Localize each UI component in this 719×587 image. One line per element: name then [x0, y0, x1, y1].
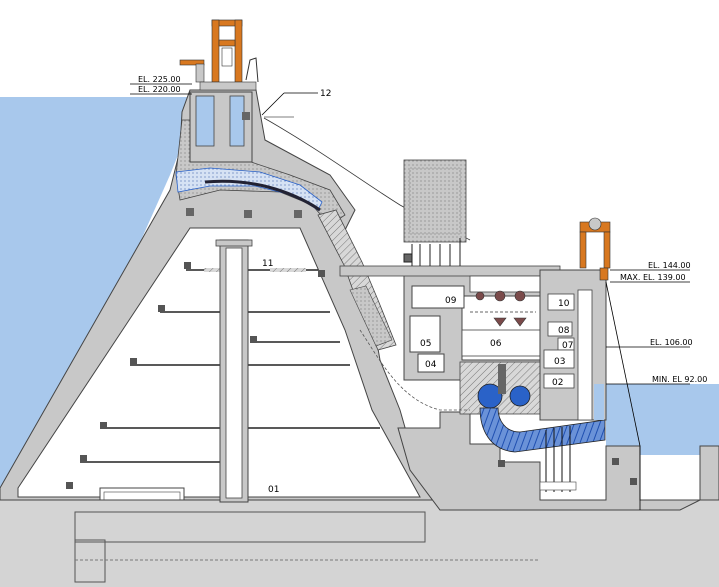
intake-gate-slot: [229, 95, 245, 147]
foundation-drain: [74, 539, 106, 583]
room-10: [547, 293, 575, 311]
label-11: 11: [262, 259, 273, 269]
label-06: 06: [490, 339, 502, 349]
label-03: 03: [554, 357, 565, 367]
upstream-reservoir: [0, 97, 192, 490]
rail-segment-2: [270, 268, 306, 272]
drainage-dashed: [359, 329, 470, 411]
gallery-markers: [66, 262, 325, 489]
elevation-106-label: EL. 106.00: [650, 338, 693, 347]
tailrace-gate-slot: [577, 289, 593, 421]
switchyard-equipment: [403, 238, 461, 266]
label-04: 04: [425, 360, 437, 370]
powerhouse-roof: [339, 265, 561, 277]
elevation-139-label: MAX. EL. 139.00: [620, 273, 686, 282]
central-shaft-inner: [225, 247, 243, 499]
turbine-shaft: [498, 364, 506, 394]
draft-tube-stays: [545, 426, 571, 492]
elevation-225-label: EL. 225.00: [138, 75, 181, 84]
room-03: [543, 349, 575, 369]
label-05: 05: [420, 339, 431, 349]
room-05: [409, 315, 441, 353]
label-02: 02: [552, 378, 563, 388]
draft-tube: [479, 407, 606, 453]
generator-units: [475, 290, 527, 327]
draft-tube-pier: [539, 481, 577, 491]
label-01: 01: [268, 485, 279, 495]
downstream-elevation-lines: [605, 269, 690, 510]
label-12: 12: [320, 89, 331, 99]
intake-shaft-inner: [195, 95, 215, 147]
label-08: 08: [558, 326, 570, 336]
intake-block-4: [294, 210, 302, 218]
downstream-gantry-crane: [579, 217, 611, 281]
dam-hollow-interior: [17, 227, 421, 498]
bottom-gallery: [99, 487, 185, 501]
powerhouse-stack: [403, 159, 467, 243]
room-08: [547, 321, 573, 337]
turbine-runner-2: [509, 385, 531, 407]
roof-hall: [469, 275, 543, 293]
intake-block: [242, 112, 250, 120]
elevation-144-label: EL. 144.00: [648, 261, 691, 270]
rail-segment: [204, 268, 220, 272]
label-07: 07: [562, 341, 573, 351]
intake-flow-dark: [204, 179, 321, 212]
inclined-penstock-lower: [349, 285, 393, 347]
label-10: 10: [558, 299, 570, 309]
tailrace-water-slot: [594, 384, 604, 420]
room-04: [417, 353, 445, 373]
powerhouse-base: [397, 411, 719, 511]
foundation-markers: [498, 458, 637, 485]
downstream-tailwater: [606, 384, 719, 455]
upstream-gantry-crane: [179, 19, 259, 91]
room-09: [411, 285, 465, 309]
label-09: 09: [445, 296, 457, 306]
intake-block-2: [244, 210, 252, 218]
elevation-220-label: EL. 220.00: [138, 85, 181, 94]
elevation-92-label: MIN. EL 92.00: [652, 375, 707, 384]
room-02: [543, 373, 575, 389]
intake-block-3: [186, 208, 194, 216]
foundation-gallery: [74, 511, 426, 543]
stack-ribbing: [409, 167, 461, 235]
shaft-cap: [215, 239, 253, 247]
foundation-ground: [0, 500, 719, 587]
